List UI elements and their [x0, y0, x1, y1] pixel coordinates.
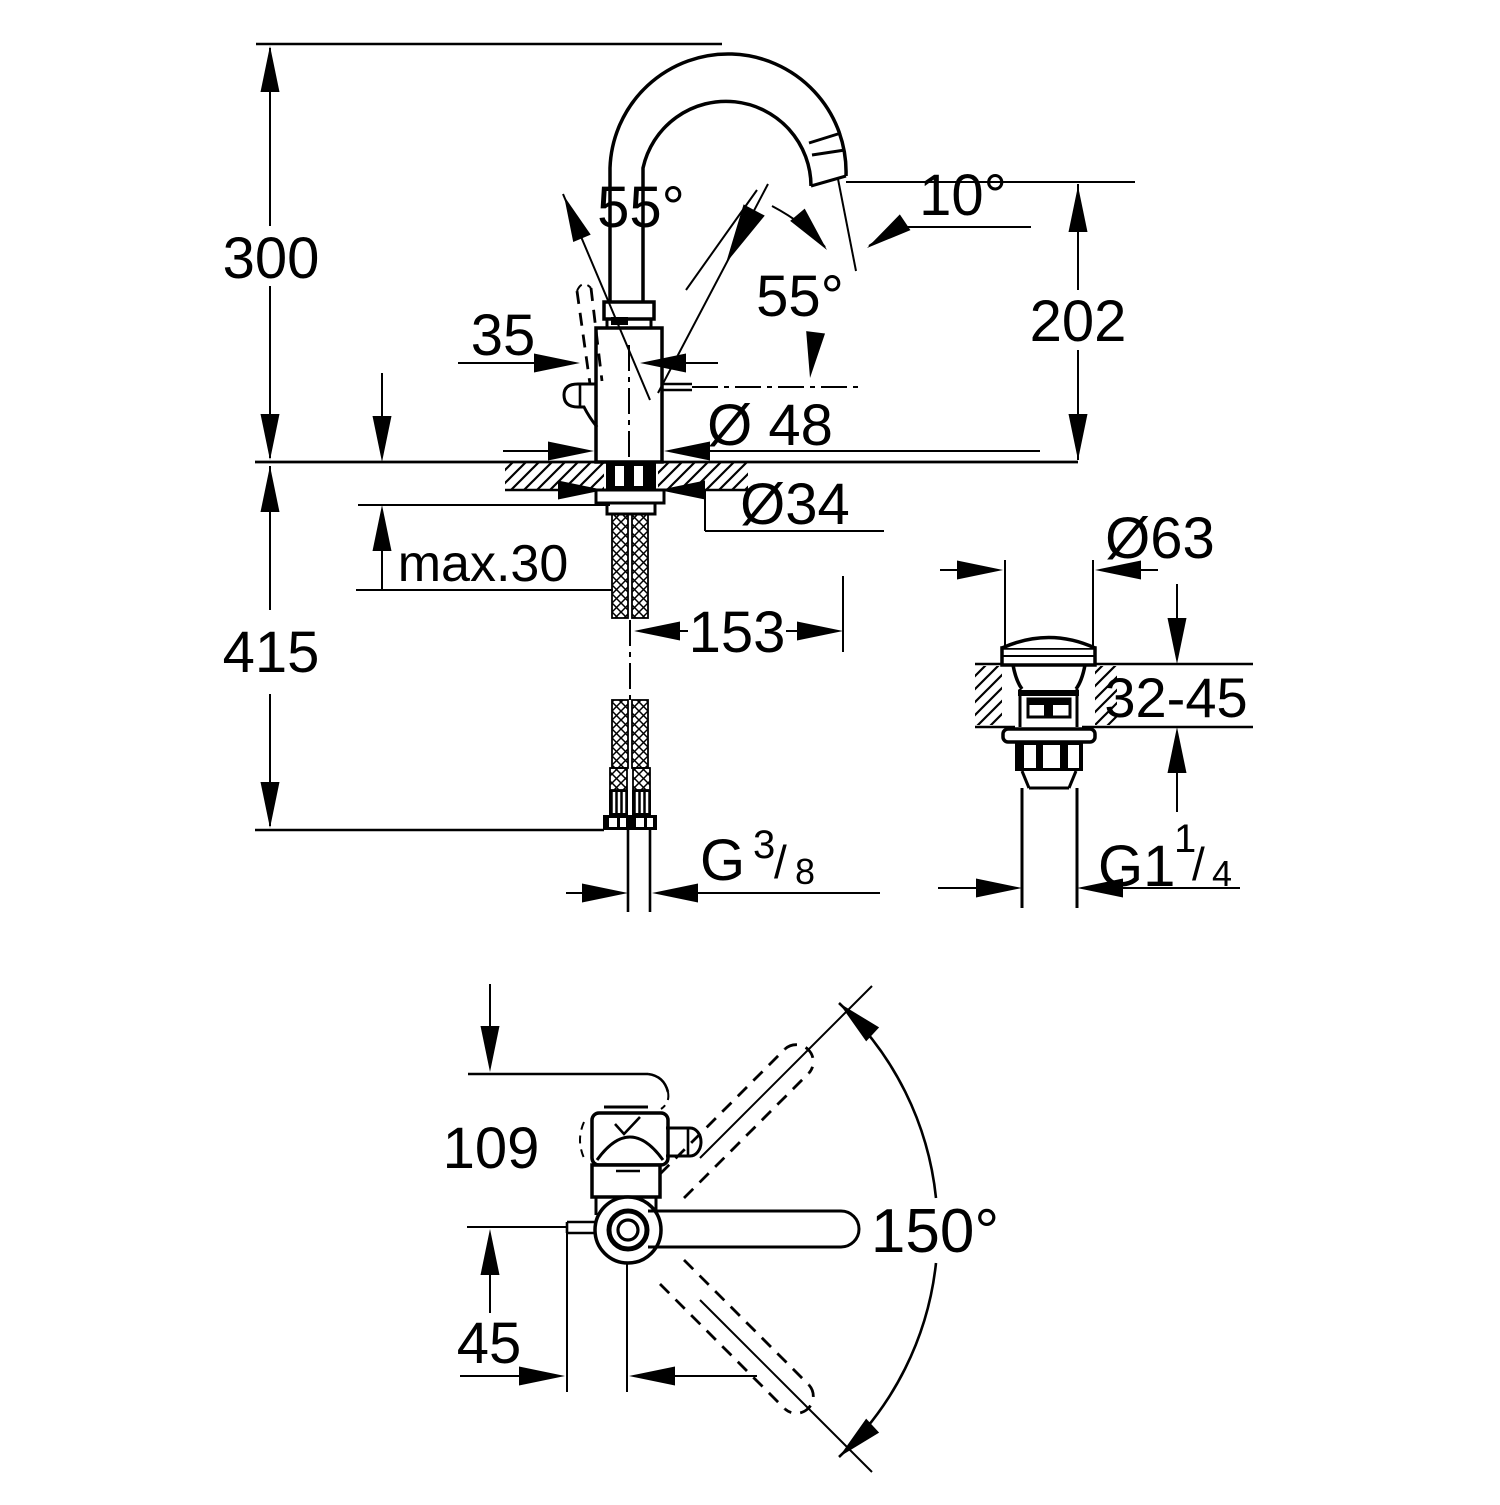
dim-dia48: Ø 48 [707, 393, 833, 458]
dim-32-45-group: 32-45 [1104, 584, 1248, 812]
dim-150-group: 150° [832, 996, 999, 1464]
dim-150: 150° [871, 1197, 999, 1266]
drain-deck-hatch-right [1095, 666, 1117, 725]
waste-cap-dome [1001, 635, 1096, 650]
dim-dia48-group: Ø 48 [503, 393, 1040, 461]
plan-view: 109 [443, 984, 999, 1473]
handle-plan [648, 1209, 861, 1249]
plan-body [467, 1105, 861, 1265]
dim-10: 10° [919, 163, 1007, 228]
waste-flange [1001, 727, 1097, 744]
mounting-washer [594, 488, 666, 505]
faucet-body [562, 178, 862, 464]
dim-35: 35 [471, 303, 536, 368]
temperature-stop-knob [689, 1126, 703, 1158]
dim-dia63: Ø63 [1105, 506, 1215, 571]
drain-deck-hatch-left [975, 666, 1002, 725]
plan-spout-outline [468, 1072, 670, 1159]
dim-dia63-group: Ø63 [940, 506, 1215, 580]
dim-202: 202 [1030, 289, 1127, 354]
popup-waste [1000, 635, 1097, 908]
dim-109: 109 [443, 1116, 540, 1181]
thread-g38-denominator: 8 [795, 851, 815, 892]
supply-hoses [603, 513, 657, 912]
dim-45: 45 [457, 1311, 522, 1376]
lever-handle [562, 382, 599, 428]
dim-55-right: 55° [756, 264, 844, 329]
deck-hatch-left [505, 463, 604, 490]
dim-g38-group: G 3 / 8 [566, 823, 880, 903]
thread-g114-main: G1 [1098, 834, 1175, 899]
dim-max30-group: max.30 [356, 373, 613, 593]
lever-raised-dashed [575, 283, 604, 385]
dim-max30: max.30 [398, 535, 569, 593]
dim-55-left-group: 55° [555, 175, 685, 401]
dim-55-left: 55° [597, 175, 685, 240]
dim-10-group: 10° [861, 163, 1031, 256]
dim-300-group: 300 [223, 42, 722, 460]
front-view: 300 35 55° 55° 10° [223, 42, 1135, 912]
drain-side-view: Ø63 [938, 506, 1253, 908]
dim-35-group: 35 [458, 303, 718, 373]
mounting-nut [605, 501, 657, 516]
thread-g38-numerator: 3 [753, 823, 775, 867]
dim-32-45: 32-45 [1104, 666, 1247, 729]
counter-deck-section [255, 460, 1078, 516]
dim-45-group: 45 [457, 1233, 757, 1392]
thread-g114-divider: / [1192, 838, 1205, 890]
dim-dia34-group: Ø34 [541, 472, 884, 537]
dim-300: 300 [223, 226, 320, 291]
dim-415-group: 415 [223, 466, 604, 832]
handle-stem [616, 1218, 640, 1242]
dim-415: 415 [223, 620, 320, 685]
thread-g114-denominator: 4 [1212, 853, 1232, 894]
handle-extremes-dashed [659, 985, 873, 1473]
dim-55-right-group: 55° [756, 205, 844, 380]
thread-g38-main: G [700, 828, 745, 893]
thread-g38-divider: / [774, 836, 787, 888]
dim-153-group: 153 [634, 576, 844, 665]
thread-g114-numerator: 1 [1174, 817, 1196, 861]
dim-dia34: Ø34 [740, 472, 850, 537]
threaded-shank [606, 462, 656, 490]
dim-202-group: 202 [846, 181, 1135, 460]
spout-gooseneck [608, 52, 848, 302]
dim-153: 153 [689, 600, 786, 665]
dim-109-group: 109 [443, 984, 540, 1313]
dim-g114-group: G1 1 / 4 [938, 817, 1240, 899]
